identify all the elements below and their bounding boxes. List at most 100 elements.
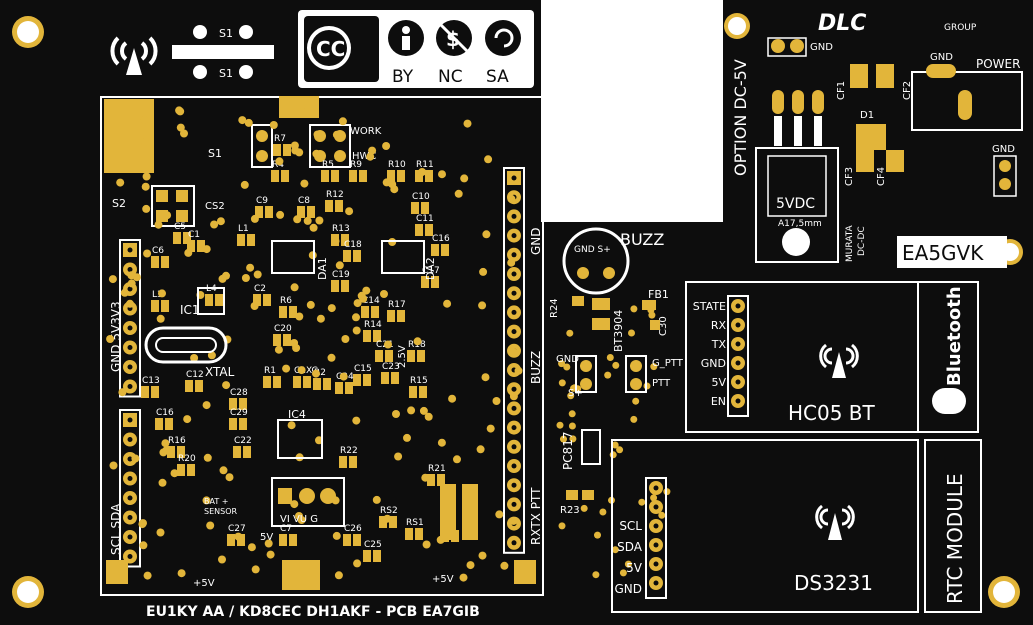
via bbox=[422, 540, 431, 549]
via bbox=[495, 510, 504, 519]
smd-pad bbox=[331, 170, 339, 182]
via bbox=[459, 573, 468, 582]
smd-pad bbox=[187, 240, 195, 252]
c30-label: C30 bbox=[658, 316, 669, 336]
via bbox=[509, 347, 517, 356]
via bbox=[616, 446, 624, 454]
ic-da2: DA2 bbox=[381, 240, 437, 280]
smd-pad bbox=[173, 232, 181, 244]
fivev-label: 5V bbox=[260, 532, 273, 543]
via bbox=[250, 214, 259, 223]
via bbox=[202, 496, 211, 505]
via bbox=[380, 290, 388, 298]
smd-pad bbox=[353, 374, 361, 386]
bluetooth-logo: Bluetooth bbox=[932, 286, 966, 414]
smd-pad bbox=[409, 386, 417, 398]
ref-label: C13 bbox=[142, 376, 160, 386]
via bbox=[648, 311, 656, 319]
work-label: WORK bbox=[350, 126, 382, 137]
via bbox=[120, 288, 129, 297]
sharealike-icon bbox=[485, 20, 521, 56]
smd-pad bbox=[431, 244, 439, 256]
smd-pad bbox=[415, 170, 423, 182]
via bbox=[418, 168, 427, 176]
smd-pad bbox=[343, 534, 351, 546]
via bbox=[142, 204, 151, 213]
wireless-icon bbox=[110, 36, 158, 75]
via bbox=[509, 516, 518, 525]
via bbox=[353, 559, 362, 568]
smd-pad bbox=[359, 170, 367, 182]
via bbox=[241, 274, 250, 282]
gnd-top: GND bbox=[810, 42, 833, 53]
via bbox=[612, 361, 620, 369]
via bbox=[352, 416, 361, 425]
dcdc: DC-DC bbox=[857, 226, 867, 256]
smd-pad bbox=[373, 330, 381, 342]
via bbox=[315, 216, 324, 225]
via bbox=[580, 504, 588, 512]
smd-pad bbox=[283, 144, 291, 156]
via bbox=[611, 441, 619, 449]
via bbox=[143, 571, 152, 580]
via bbox=[568, 410, 576, 418]
via bbox=[366, 152, 375, 161]
via bbox=[140, 138, 149, 147]
s-plus-label: S+ bbox=[568, 388, 583, 399]
ic-da1: DA1 bbox=[271, 240, 329, 280]
smd-pad bbox=[421, 276, 429, 288]
smd-pad bbox=[339, 456, 347, 468]
smd-pad bbox=[177, 464, 185, 476]
smd-pad bbox=[229, 418, 237, 430]
via bbox=[170, 469, 179, 478]
via bbox=[297, 366, 306, 375]
via bbox=[338, 117, 347, 126]
pad-c6 bbox=[462, 484, 478, 540]
via bbox=[332, 531, 341, 540]
buzzer: GND S+ BUZZ bbox=[562, 227, 664, 295]
ref-label: C1XC bbox=[294, 366, 318, 376]
via bbox=[619, 569, 627, 577]
rtc-name: DS3231 bbox=[794, 571, 873, 595]
via bbox=[316, 314, 325, 323]
license-sa: SA bbox=[486, 67, 509, 87]
bt-pin-label: TX bbox=[711, 338, 727, 351]
via bbox=[218, 555, 226, 564]
ref-label: R5 bbox=[322, 160, 334, 170]
via bbox=[632, 397, 640, 405]
smd-pad bbox=[253, 294, 261, 306]
ref-label: R22 bbox=[340, 446, 358, 456]
via bbox=[403, 433, 411, 442]
smd-pad bbox=[239, 398, 247, 410]
via bbox=[312, 369, 320, 378]
ref-label: R6 bbox=[280, 296, 292, 306]
via bbox=[392, 410, 400, 418]
via bbox=[247, 543, 256, 552]
smd-pad bbox=[303, 376, 311, 388]
via bbox=[560, 435, 567, 443]
smd-pad bbox=[237, 234, 245, 246]
smd-pad bbox=[161, 300, 169, 312]
rtc-pin-label: SDA bbox=[617, 540, 643, 554]
via bbox=[492, 397, 501, 405]
smd-pad bbox=[431, 276, 439, 288]
ref-label: C23 bbox=[382, 362, 400, 372]
via bbox=[312, 149, 321, 158]
via bbox=[275, 157, 284, 166]
ref-label: C11 bbox=[416, 214, 434, 224]
bt-pin-label: 5V bbox=[711, 376, 726, 389]
ref-label: R1 bbox=[264, 366, 276, 376]
ref-label: R16 bbox=[168, 436, 186, 446]
via bbox=[650, 363, 658, 371]
smd-pad bbox=[385, 350, 393, 362]
via bbox=[142, 172, 151, 181]
via bbox=[466, 561, 475, 570]
smd-pad bbox=[405, 528, 413, 540]
smd-pad bbox=[407, 350, 415, 362]
via bbox=[407, 406, 416, 415]
cf1: CF1 bbox=[836, 81, 847, 100]
smd-pad bbox=[349, 170, 357, 182]
via bbox=[298, 107, 307, 116]
vdc: 5VDC bbox=[776, 196, 815, 212]
